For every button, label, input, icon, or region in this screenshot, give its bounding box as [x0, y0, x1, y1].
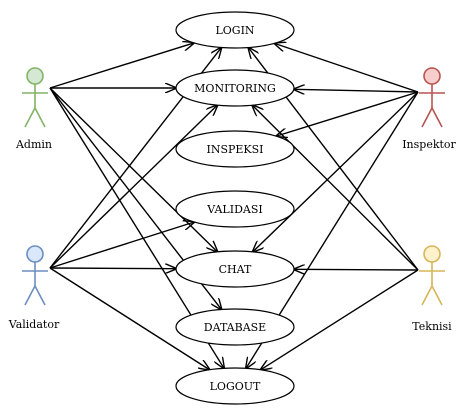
association-validator-validasi — [49, 222, 194, 269]
stick-figure-icon — [419, 67, 445, 128]
actor-validator[interactable]: Validator — [8, 245, 60, 331]
usecase-chat-label: CHAT — [219, 263, 252, 276]
actor-validator-label: Validator — [8, 318, 60, 331]
association-inspektor-login — [274, 43, 419, 93]
actors-layer: Admin Validator Inspektor — [8, 67, 457, 333]
actor-inspektor[interactable]: Inspektor — [402, 67, 457, 151]
association-validator-monitoring — [49, 105, 217, 269]
usecase-login-label: LOGIN — [215, 24, 254, 37]
actor-teknisi[interactable]: Teknisi — [412, 245, 452, 333]
association-validator-chat — [49, 268, 176, 269]
association-teknisi-logout — [261, 269, 419, 370]
usecases-layer: LOGIN MONITORING INSPEKSI VALIDASI CHAT … — [175, 11, 295, 405]
association-admin-login — [49, 43, 194, 89]
association-inspektor-inspeksi — [276, 91, 419, 136]
usecase-inspeksi-label: INSPEKSI — [206, 143, 263, 156]
association-teknisi-chat — [294, 269, 419, 270]
association-teknisi-monitoring — [252, 105, 419, 271]
actor-admin-label: Admin — [15, 138, 52, 151]
usecase-database[interactable]: DATABASE — [175, 308, 295, 346]
association-admin-chat — [49, 87, 217, 252]
stick-figure-icon — [22, 67, 48, 128]
usecase-login[interactable]: LOGIN — [175, 11, 295, 49]
usecase-monitoring[interactable]: MONITORING — [175, 69, 295, 107]
usecase-validasi[interactable]: VALIDASI — [175, 190, 295, 228]
stick-figure-icon — [22, 245, 48, 306]
associations-layer — [49, 43, 419, 370]
usecase-logout-label: LOGOUT — [210, 380, 261, 393]
actor-teknisi-label: Teknisi — [412, 320, 452, 333]
usecase-monitoring-label: MONITORING — [194, 82, 276, 95]
actor-inspektor-label: Inspektor — [402, 138, 456, 151]
association-inspektor-chat — [253, 91, 419, 252]
stick-figure-icon — [419, 245, 445, 306]
association-inspektor-monitoring — [294, 89, 419, 92]
actor-admin[interactable]: Admin — [15, 67, 52, 151]
usecase-chat[interactable]: CHAT — [175, 250, 295, 288]
association-validator-logout — [49, 267, 210, 370]
usecase-logout[interactable]: LOGOUT — [175, 367, 295, 405]
usecase-inspeksi[interactable]: INSPEKSI — [175, 130, 295, 168]
usecase-validasi-label: VALIDASI — [206, 203, 262, 216]
usecase-database-label: DATABASE — [204, 321, 266, 334]
